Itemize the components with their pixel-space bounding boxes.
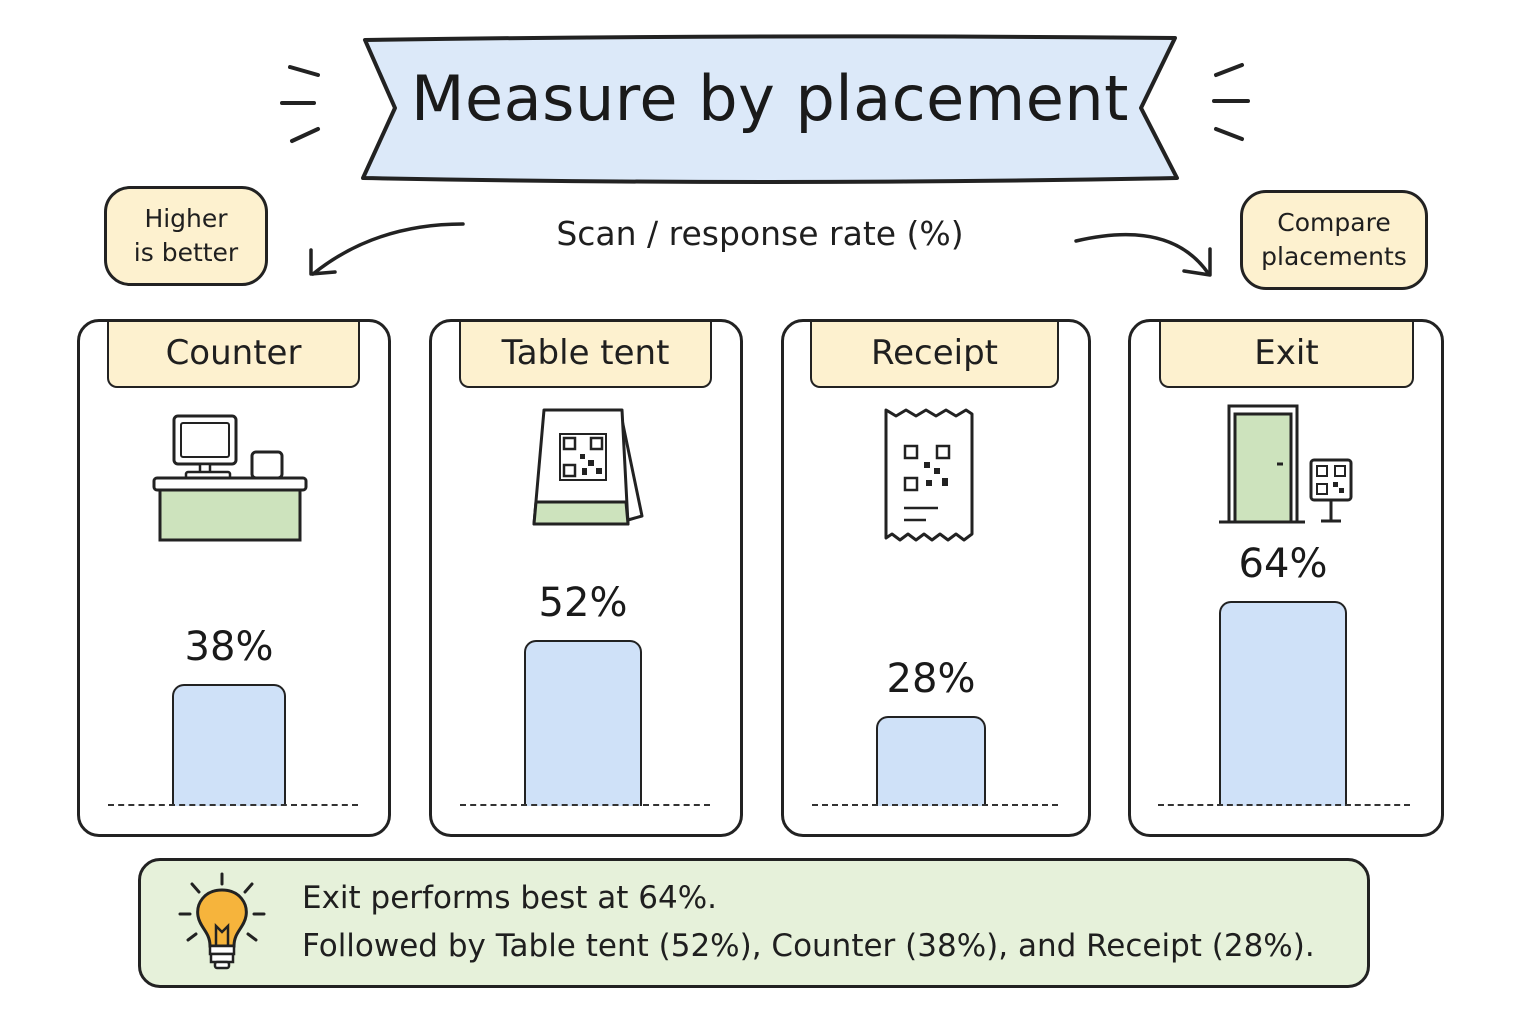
- lightbulb-icon: [178, 872, 266, 970]
- note-left-line-2: is better: [133, 238, 239, 267]
- burst-lines-right: [1212, 63, 1250, 141]
- category-label-receipt: Receipt: [810, 322, 1059, 388]
- bar-receipt: [876, 716, 986, 806]
- exit-door-qr-icon: [1219, 404, 1353, 524]
- baseline-exit: [1158, 804, 1410, 806]
- bar-exit: [1219, 601, 1347, 806]
- bar-counter: [172, 684, 286, 806]
- arrow-left-icon: [309, 222, 465, 276]
- category-label-table-tent: Table tent: [459, 322, 712, 388]
- baseline-counter: [108, 804, 358, 806]
- title-banner: [361, 34, 1179, 184]
- arrow-right-icon: [1074, 232, 1212, 277]
- y-axis-label: Scan / response rate (%): [556, 214, 964, 253]
- value-label-counter: 38%: [184, 624, 274, 671]
- baseline-receipt: [812, 804, 1058, 806]
- note-higher-is-better: Higher is better: [104, 186, 268, 286]
- note-right-line-2: placements: [1261, 242, 1407, 271]
- value-label-exit: 64%: [1238, 541, 1328, 588]
- value-label-receipt: 28%: [886, 656, 976, 703]
- note-compare-placements: Compare placements: [1240, 190, 1428, 290]
- summary-box: [138, 858, 1370, 988]
- baseline-table-tent: [460, 804, 710, 806]
- summary-line-1: Exit performs best at 64%.: [302, 880, 718, 916]
- checkout-counter-icon: [152, 414, 308, 542]
- category-label-counter: Counter: [107, 322, 360, 388]
- note-right-line-1: Compare: [1277, 208, 1391, 237]
- category-label-exit: Exit: [1159, 322, 1414, 388]
- bar-table-tent: [524, 639, 642, 806]
- page-title: Measure by placement: [411, 62, 1129, 135]
- note-left-line-1: Higher: [144, 204, 228, 233]
- value-label-table-tent: 52%: [538, 579, 628, 626]
- summary-line-2: Followed by Table tent (52%), Counter (3…: [302, 928, 1315, 964]
- burst-lines-left: [280, 65, 320, 143]
- table-tent-qr-icon: [532, 408, 644, 526]
- receipt-qr-icon: [884, 408, 974, 542]
